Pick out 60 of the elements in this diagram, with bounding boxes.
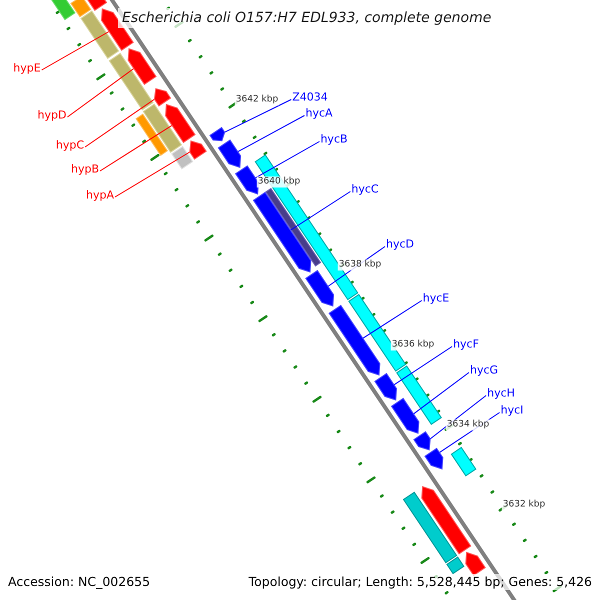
scale-label: 3636 kbp (390, 340, 436, 350)
gene-feature (128, 48, 157, 85)
gene-feature (165, 104, 196, 144)
gene-feature (390, 398, 420, 434)
gene-label: hycC (351, 182, 379, 196)
gene-label: hycB (320, 132, 348, 146)
info-text: Accession: NC_002655 (8, 574, 150, 590)
scale-label: 3638 kbp (338, 260, 382, 270)
gene-label: hypC (56, 138, 84, 152)
scale-label: 3642 kbp (234, 94, 280, 106)
gene-feature (142, 104, 182, 153)
gene-feature (209, 126, 226, 142)
gene-feature (218, 139, 242, 168)
scale-label: 3634 kbp (446, 420, 490, 430)
gene-feature (328, 304, 380, 376)
gene-label: hycE (422, 292, 450, 304)
gene-label: hycA (305, 106, 333, 120)
info-text: Topology: circular; Length: 5,528,445 bp; Genes: 5,426 (248, 574, 592, 590)
gene-feature (189, 140, 207, 160)
leader-line (430, 395, 487, 440)
leader-line (394, 346, 453, 386)
gene-feature (136, 114, 168, 156)
gene-feature (421, 486, 472, 554)
gene-feature (108, 52, 154, 110)
gene-feature (413, 431, 431, 450)
leader-line (362, 300, 422, 339)
gene-label: hypB (71, 162, 99, 176)
gene-label: hypD (38, 108, 66, 122)
gene-feature (424, 448, 444, 470)
leader-line (254, 141, 320, 178)
leader-line (290, 191, 351, 231)
gene-label: hycD (386, 238, 414, 250)
leader-line (84, 98, 155, 148)
gene-feature (465, 552, 486, 576)
leader-line (66, 68, 134, 118)
gene-label: hypA (86, 188, 114, 202)
gene-feature (305, 270, 334, 307)
gene-label: hycF (453, 338, 479, 350)
gene-label: Z4034 (292, 90, 328, 104)
gene-label: hycG (470, 364, 498, 376)
gene-feature (234, 165, 259, 195)
scale-label: 3632 kbp (502, 500, 546, 510)
gene-feature (70, 0, 92, 18)
leader-line (237, 115, 305, 152)
gene-feature (402, 492, 458, 564)
leader-line (100, 124, 172, 172)
gene-feature (265, 188, 322, 267)
leader-line (41, 31, 110, 70)
gene-feature (171, 146, 194, 170)
scale-label: 3640 kbp (256, 176, 302, 188)
gene-feature (450, 446, 476, 476)
leader-line (224, 99, 292, 133)
gene-feature (396, 365, 442, 425)
gene-label: hycH (487, 386, 515, 400)
leader-line (114, 152, 190, 198)
gene-label: hypE (13, 62, 41, 74)
gene-feature (252, 192, 312, 273)
gene-feature (80, 10, 120, 59)
leader-line (413, 372, 470, 414)
gene-label: hycI (500, 404, 524, 416)
